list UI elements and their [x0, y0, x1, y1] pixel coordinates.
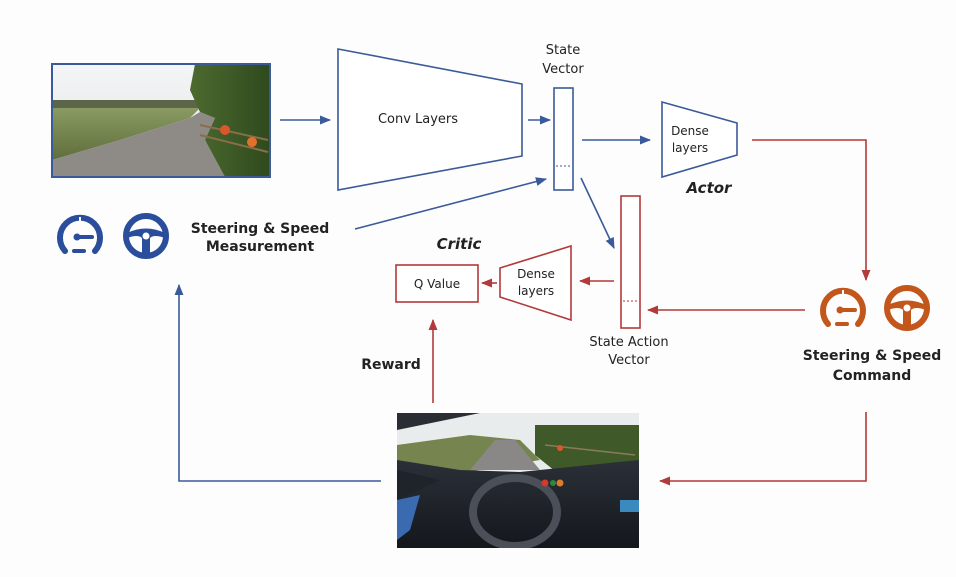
camera-image-frame	[51, 63, 271, 178]
command-label-1: Steering & Speed	[803, 348, 942, 364]
state-vector-label-1: State	[546, 43, 580, 58]
command-speedometer-icon	[820, 287, 866, 327]
measurement-label-2: Measurement	[206, 239, 315, 255]
actor-dense-block	[661, 100, 738, 179]
critic-dense-label-2: layers	[518, 284, 554, 298]
steering-wheel-icon	[123, 213, 169, 259]
critic-dense-label-1: Dense	[517, 267, 555, 281]
critic-dense-block	[499, 244, 572, 322]
measurement-label-1: Steering & Speed	[191, 221, 330, 237]
cockpit-image	[397, 413, 639, 548]
conv-layers-block	[337, 48, 523, 191]
actor-dense-label-2: layers	[672, 141, 708, 155]
state-action-vector-block	[620, 195, 641, 329]
edge-cockpit-to-measurement	[174, 283, 381, 482]
camera-image	[52, 64, 270, 177]
edge-measurement-to-state	[354, 177, 548, 230]
edge-command-to-cockpit	[658, 412, 867, 486]
state-action-label-2: Vector	[608, 353, 650, 368]
reward-label: Reward	[361, 357, 421, 373]
critic-label: Critic	[437, 235, 482, 253]
command-steering-wheel-icon	[884, 285, 930, 331]
edge-actor-to-command	[752, 139, 871, 282]
edge-state-to-state-action	[580, 177, 615, 250]
state-vector-block	[553, 87, 574, 191]
state-action-label-1: State Action	[589, 335, 668, 350]
q-value-box	[395, 264, 479, 303]
state-vector-label-2: Vector	[542, 62, 584, 77]
q-value-label: Q Value	[414, 277, 460, 291]
speedometer-icon	[57, 214, 103, 254]
conv-layers-label: Conv Layers	[378, 112, 458, 127]
command-label-2: Command	[833, 368, 912, 384]
actor-label: Actor	[686, 179, 734, 197]
actor-dense-label-1: Dense	[671, 124, 709, 138]
